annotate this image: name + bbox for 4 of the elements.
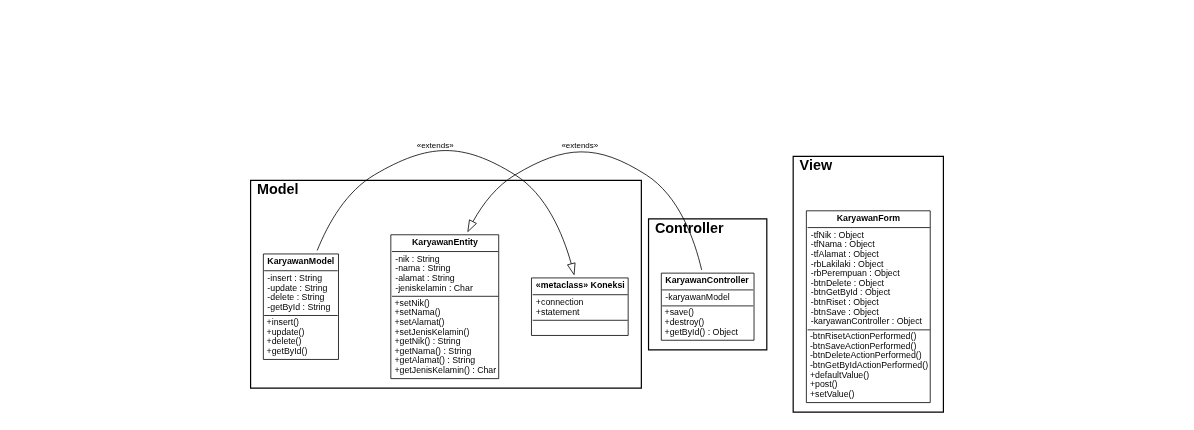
edge-label: «extends» <box>416 140 454 150</box>
edge-label: «extends» <box>561 140 599 150</box>
arrow <box>316 150 576 276</box>
arrow <box>467 151 703 271</box>
